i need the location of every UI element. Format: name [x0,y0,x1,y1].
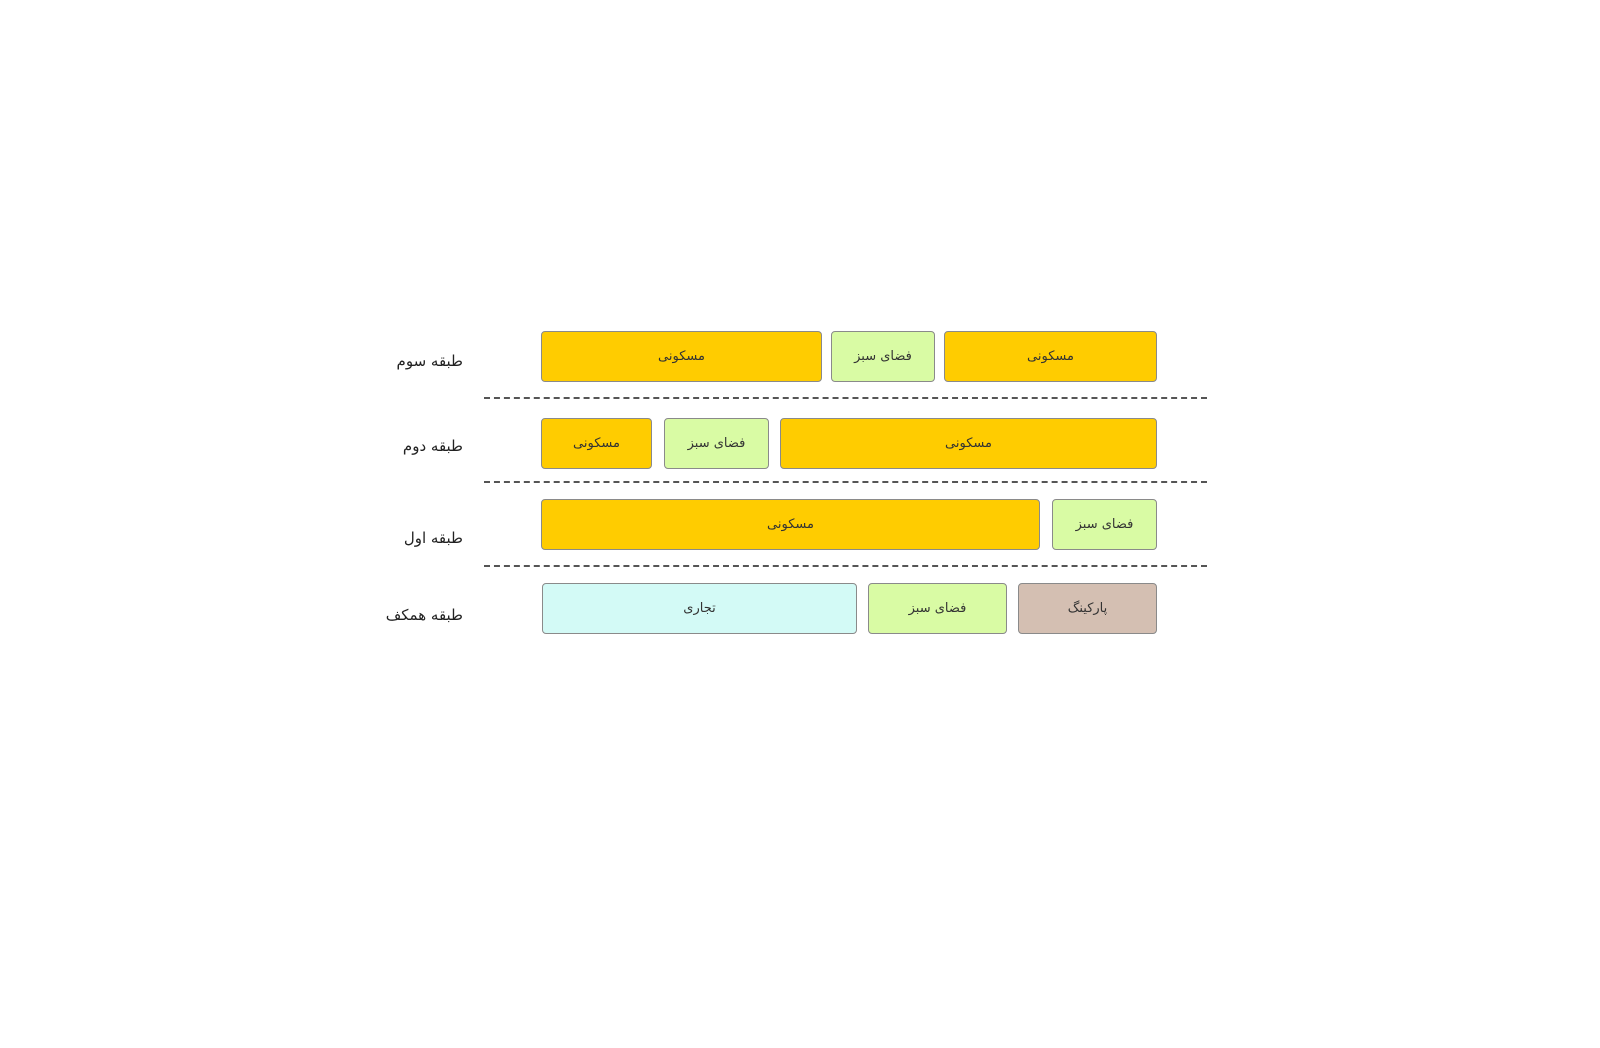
block-commercial: تجاری [542,583,857,634]
block-green-space: فضای سبز [831,331,935,382]
floor-label-ground: طبقه همکف [385,606,463,624]
block-residential: مسکونی [541,499,1040,550]
block-parking: پارکینگ [1018,583,1157,634]
block-green-space: فضای سبز [664,418,769,469]
floor-divider [484,397,1207,399]
floor-divider [484,481,1207,483]
block-residential: مسکونی [541,418,652,469]
floor-label-second: طبقه دوم [402,437,463,455]
floor-divider [484,565,1207,567]
block-residential: مسکونی [780,418,1157,469]
block-residential: مسکونی [944,331,1157,382]
block-green-space: فضای سبز [1052,499,1157,550]
block-green-space: فضای سبز [868,583,1007,634]
floor-label-first: طبقه اول [403,529,463,547]
floor-label-third: طبقه سوم [396,352,463,370]
block-residential: مسکونی [541,331,822,382]
